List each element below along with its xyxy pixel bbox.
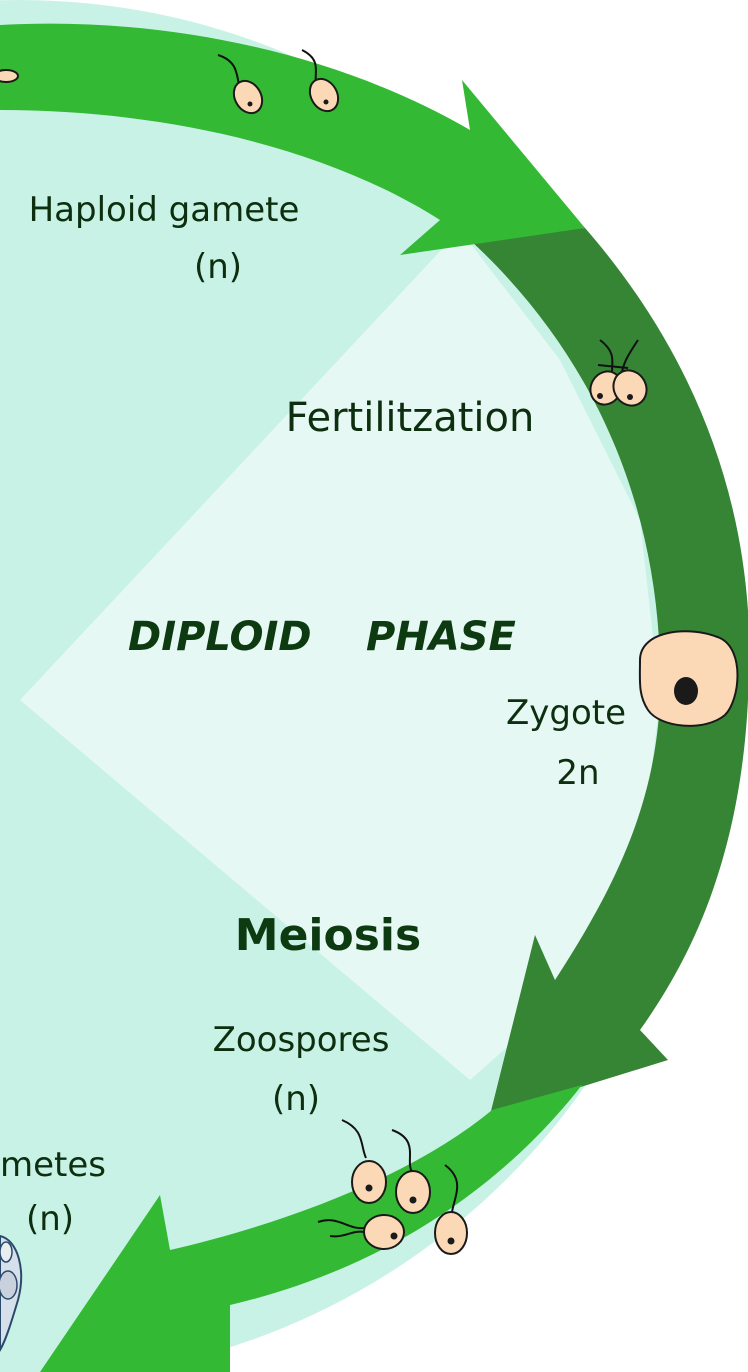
zoospores-ploidy: (n) — [272, 1079, 320, 1119]
zygote-label: Zygote — [506, 693, 626, 733]
partial-gamete-icon — [0, 70, 18, 82]
haploid-gamete-ploidy: (n) — [194, 247, 242, 287]
gametes-label: metes — [0, 1145, 106, 1185]
meiosis-label: Meiosis — [235, 910, 421, 961]
zygote-ploidy: 2n — [556, 753, 599, 793]
gametes-ploidy: (n) — [26, 1199, 74, 1239]
fertilization-label: Fertilitzation — [286, 395, 535, 441]
diploid-phase-word2: PHASE — [366, 614, 516, 660]
diploid-phase-word1: DIPLOID — [128, 614, 312, 660]
haploid-gamete-label: Haploid gamete — [29, 190, 300, 230]
zygote-cell-icon — [640, 631, 738, 726]
zoospores-label: Zoospores — [213, 1020, 390, 1060]
